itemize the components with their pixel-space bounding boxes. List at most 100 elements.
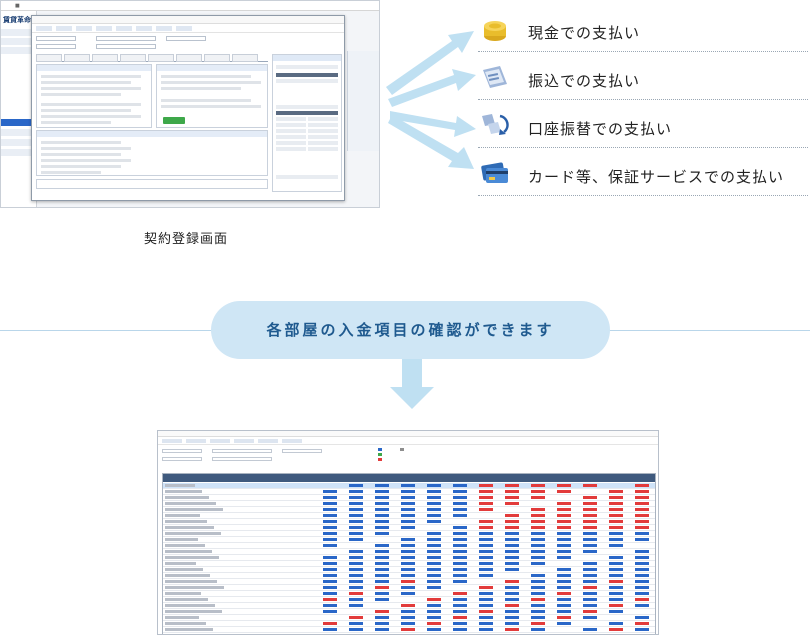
amount-cell [323,592,337,595]
amount-cell [375,580,389,583]
grid-row [163,573,655,579]
amount-cell [635,604,649,607]
grid-row [163,507,655,513]
amount-cell [479,484,493,487]
payment-bank-transfer: 振込での支払い [478,56,808,100]
amount-cell [583,520,597,523]
sidebar-nav-item [1,139,37,146]
amount-cell [453,616,467,619]
amount-cell [349,622,363,625]
remarks-field [36,179,268,189]
amount-cell [453,532,467,535]
grid-row [163,591,655,597]
amount-cell [401,580,415,583]
feature-banner: 各部屋の入金項目の確認ができます [211,301,610,359]
amount-cell [401,586,415,589]
amount-cell [583,496,597,499]
amount-cell [349,484,363,487]
room-label [165,484,195,487]
grid-row [163,513,655,519]
amount-cell [531,544,545,547]
grid-row [163,555,655,561]
grid-row [163,615,655,621]
amount-cell [427,538,441,541]
grid-row [163,621,655,627]
amount-cell [479,622,493,625]
room-label [165,538,198,541]
amount-cell [375,598,389,601]
amount-cell [531,538,545,541]
amount-cell [323,574,337,577]
amount-cell [635,550,649,553]
room-label [165,586,224,589]
bank-transfer-icon [483,66,507,88]
amount-cell [401,550,415,553]
room-label [165,580,217,583]
amount-cell [583,532,597,535]
amount-cell [557,490,571,493]
amount-cell [349,574,363,577]
amount-cell [401,628,415,631]
grid-header [163,474,655,482]
amount-cell [531,562,545,565]
amount-cell [479,502,493,505]
amount-cell [635,496,649,499]
amount-cell [427,586,441,589]
amount-cell [479,550,493,553]
amount-cell [635,526,649,529]
amount-cell [349,520,363,523]
grid-row [163,561,655,567]
window-titlebar: ■ [1,1,379,11]
amount-cell [609,604,623,607]
amount-cell [505,628,519,631]
amount-cell [401,562,415,565]
amount-cell [479,592,493,595]
amount-cell [453,550,467,553]
amount-cell [557,574,571,577]
room-label [165,508,223,511]
amount-cell [453,622,467,625]
amount-cell [635,520,649,523]
amount-cell [609,514,623,517]
amount-cell [635,628,649,631]
amount-cell [583,598,597,601]
amount-cell [609,562,623,565]
amount-cell [427,628,441,631]
amount-cell [505,580,519,583]
amount-cell [505,550,519,553]
payment-label: 振込での支払い [528,72,641,90]
amount-cell [453,496,467,499]
amount-cell [505,526,519,529]
amount-cell [479,610,493,613]
payment-items-grid [162,473,656,634]
room-label [165,616,199,619]
dialog-titlebar [32,16,344,24]
amount-cell [531,628,545,631]
amount-cell [583,586,597,589]
amount-cell [531,514,545,517]
amount-cell [401,502,415,505]
grid-row [163,603,655,609]
amount-cell [323,610,337,613]
amount-cell [531,580,545,583]
amount-cell [479,544,493,547]
amount-cell [453,526,467,529]
amount-cell [375,574,389,577]
amount-cell [635,562,649,565]
room-label [165,550,212,553]
payment-summary-panel [272,54,342,192]
amount-cell [635,484,649,487]
amount-cell [427,568,441,571]
amount-cell [635,514,649,517]
dialog-tabs [36,54,268,62]
app-brand: 賃貸革命 [3,16,31,24]
amount-cell [583,604,597,607]
amount-cell [453,610,467,613]
amount-cell [349,508,363,511]
window-toolbar [158,437,658,445]
amount-cell [375,508,389,511]
grid-row [163,537,655,543]
amount-cell [453,556,467,559]
room-label [165,610,222,613]
amount-cell [635,568,649,571]
